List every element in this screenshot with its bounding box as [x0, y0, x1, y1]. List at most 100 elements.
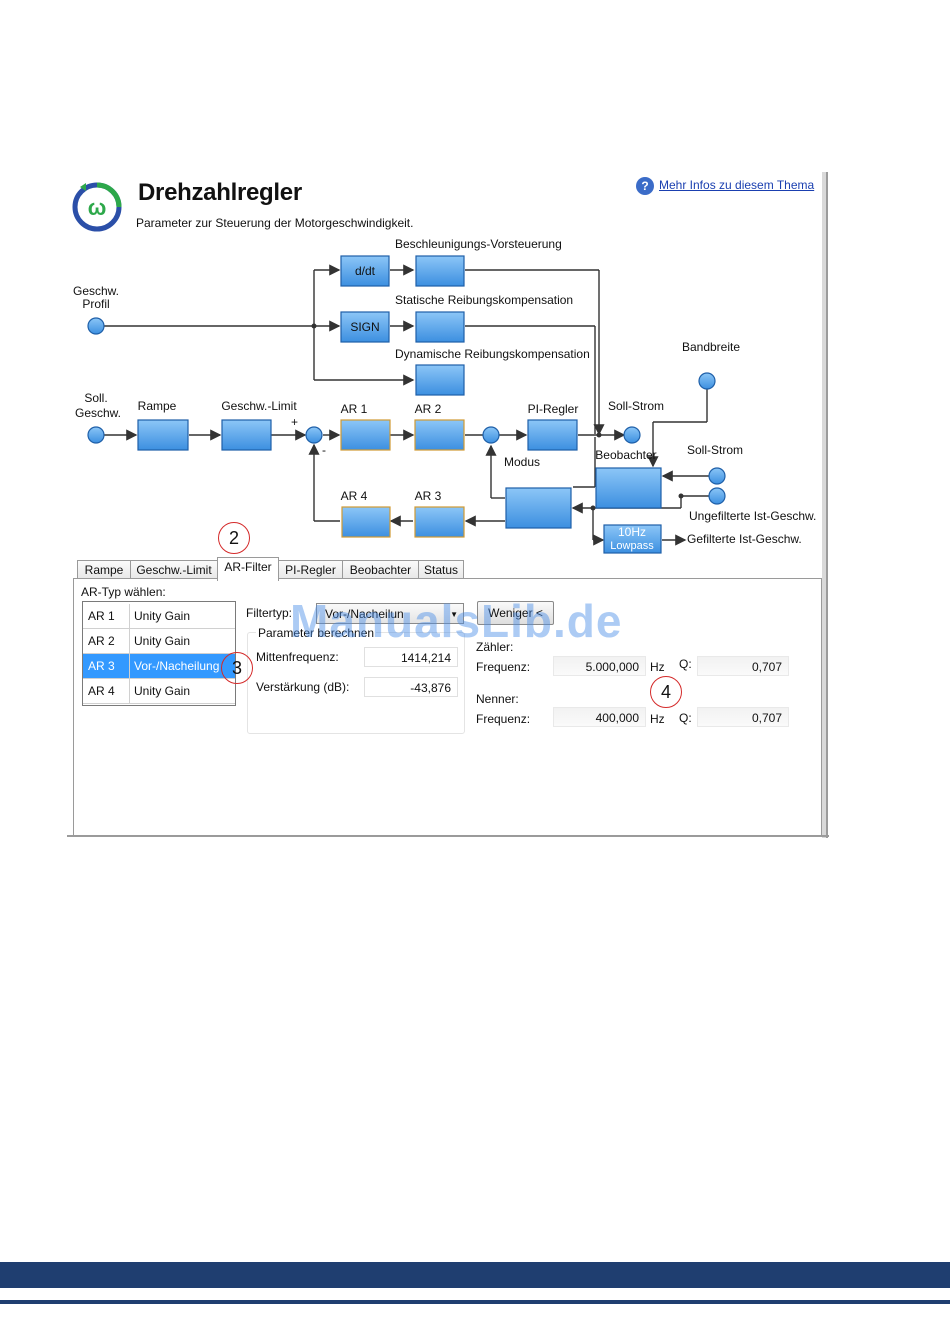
- list-item-ar1[interactable]: AR 1 Unity Gain: [83, 604, 235, 629]
- label-beobachter: Beobachter: [595, 448, 656, 462]
- dynamische-block[interactable]: [415, 364, 465, 396]
- param-group-label: Parameter berechnen: [256, 626, 377, 640]
- label-ungefilterte: Ungefilterte Ist-Geschw.: [689, 509, 816, 523]
- label-bandbreite: Bandbreite: [682, 340, 740, 354]
- ar2-block[interactable]: [414, 419, 465, 451]
- ar-row-type: Vor-/Nacheilung: [134, 659, 220, 673]
- mittenfrequenz-input[interactable]: 1414,214: [364, 647, 458, 667]
- label-soll-strom-top: Soll-Strom: [608, 399, 664, 413]
- label-lowpass-2: Lowpass: [610, 540, 654, 552]
- label-soll-strom-right: Soll-Strom: [687, 443, 743, 457]
- tab-ar-filter[interactable]: AR-Filter: [217, 557, 279, 581]
- label-ddt: d/dt: [355, 264, 376, 278]
- beschleunigung-block[interactable]: [415, 255, 465, 287]
- omega-logo-icon: ω: [72, 182, 122, 232]
- tab-rampe[interactable]: Rampe: [77, 560, 131, 580]
- help-link[interactable]: Mehr Infos zu diesem Thema: [659, 178, 815, 192]
- label-statische: Statische Reibungskompensation: [395, 293, 573, 307]
- page-subtitle: Parameter zur Steuerung der Motorgeschwi…: [136, 216, 414, 230]
- list-item-ar3[interactable]: AR 3 Vor-/Nacheilung: [83, 654, 235, 679]
- feedback-select-block[interactable]: [505, 487, 572, 529]
- label-minus: -: [322, 443, 326, 457]
- sign-block[interactable]: [340, 311, 390, 343]
- geschw-limit-block[interactable]: [221, 419, 272, 451]
- statische-block[interactable]: [415, 311, 465, 343]
- callout-3: 3: [221, 652, 253, 684]
- nenner-q-label: Q:: [679, 711, 692, 725]
- zaehler-q-label: Q:: [679, 657, 692, 671]
- mittenfrequenz-label: Mittenfrequenz:: [256, 650, 339, 664]
- chevron-down-icon: ▼: [450, 610, 458, 619]
- less-button[interactable]: Weniger <: [477, 601, 554, 625]
- ar-list: AR 1 Unity Gain AR 2 Unity Gain AR 3 Vor…: [82, 601, 236, 706]
- zaehler-q-input[interactable]: 0,707: [697, 656, 789, 676]
- modus-node: [482, 426, 500, 444]
- verstaerkung-label: Verstärkung (dB):: [256, 680, 350, 694]
- label-ar1: AR 1: [341, 402, 368, 416]
- geschw-profil-port[interactable]: [87, 317, 105, 335]
- label-gefilterte: Gefilterte Ist-Geschw.: [687, 532, 802, 546]
- verstaerkung-input[interactable]: -43,876: [364, 677, 458, 697]
- footer-bar: [0, 1262, 950, 1288]
- list-item-ar2[interactable]: AR 2 Unity Gain: [83, 629, 235, 654]
- filtertyp-label: Filtertyp:: [246, 606, 293, 620]
- pi-regler-block[interactable]: [527, 419, 578, 451]
- label-modus: Modus: [504, 455, 540, 469]
- ar-row-type: Unity Gain: [134, 634, 191, 648]
- panel-scrollbar-edge: [822, 172, 828, 838]
- beobachter-block[interactable]: [595, 467, 662, 509]
- nenner-q-input[interactable]: 0,707: [697, 707, 789, 727]
- zaehler-frequenz-label: Frequenz:: [476, 660, 531, 674]
- watermark: ManualsLib.de: [290, 595, 623, 647]
- lowpass-block[interactable]: [603, 524, 662, 554]
- label-geschw-profil-1: Geschw.: [73, 284, 119, 298]
- label-ar2: AR 2: [415, 402, 442, 416]
- panel-border-right: [826, 172, 828, 838]
- tab-geschw-limit[interactable]: Geschw.-Limit: [130, 560, 218, 580]
- ar4-block[interactable]: [341, 506, 391, 538]
- ar-row-type: Unity Gain: [134, 684, 191, 698]
- zaehler-frequenz-input[interactable]: 5.000,000: [553, 656, 646, 676]
- label-beschleunigung: Beschleunigungs-Vorsteuerung: [395, 237, 562, 251]
- ar-row-name: AR 4: [88, 684, 115, 698]
- filtertyp-select[interactable]: Vor-/Nacheilun ▼: [316, 603, 464, 624]
- callout-2: 2: [218, 522, 250, 554]
- label-soll-geschw-2: Geschw.: [75, 406, 121, 420]
- svg-text:ω: ω: [88, 195, 107, 220]
- ddt-block[interactable]: [340, 255, 390, 287]
- ar-type-select-label: AR-Typ wählen:: [81, 585, 166, 599]
- bandbreite-port[interactable]: [698, 372, 716, 390]
- soll-strom-output-port[interactable]: [623, 426, 641, 444]
- ar1-block[interactable]: [340, 419, 391, 451]
- nenner-frequenz-input[interactable]: 400,000: [553, 707, 646, 727]
- ar-row-name: AR 1: [88, 609, 115, 623]
- panel-border-bottom: [67, 835, 829, 837]
- label-ar3: AR 3: [415, 489, 442, 503]
- tab-beobachter[interactable]: Beobachter: [342, 560, 419, 580]
- sum-node: [305, 426, 323, 444]
- ist-geschw-input-port[interactable]: [708, 487, 726, 505]
- label-geschw-limit: Geschw.-Limit: [221, 399, 297, 413]
- zaehler-label: Zähler:: [476, 640, 514, 654]
- label-pi-regler: PI-Regler: [528, 402, 579, 416]
- soll-geschw-port[interactable]: [87, 426, 105, 444]
- callout-4: 4: [650, 676, 682, 708]
- soll-strom-input-port[interactable]: [708, 467, 726, 485]
- ar-row-type: Unity Gain: [134, 609, 191, 623]
- rampe-block[interactable]: [137, 419, 189, 451]
- label-soll-geschw-1: Soll.: [84, 391, 107, 405]
- block-diagram: Geschw. Profil Soll. Geschw. Rampe Gesch…: [73, 237, 816, 554]
- list-item-ar4[interactable]: AR 4 Unity Gain: [83, 679, 235, 704]
- nenner-frequenz-label: Frequenz:: [476, 712, 531, 726]
- footer-line: [0, 1300, 950, 1304]
- tab-pi-regler[interactable]: PI-Regler: [278, 560, 343, 580]
- label-plus: +: [291, 415, 298, 429]
- zaehler-unit: Hz: [650, 660, 665, 674]
- ar3-block[interactable]: [414, 506, 465, 538]
- nenner-unit: Hz: [650, 712, 665, 726]
- tab-status[interactable]: Status: [418, 560, 464, 580]
- ar-row-name: AR 3: [88, 659, 115, 673]
- label-sign: SIGN: [350, 320, 379, 334]
- help-icon[interactable]: ?: [636, 177, 654, 195]
- page-title: Drehzahlregler: [138, 179, 302, 206]
